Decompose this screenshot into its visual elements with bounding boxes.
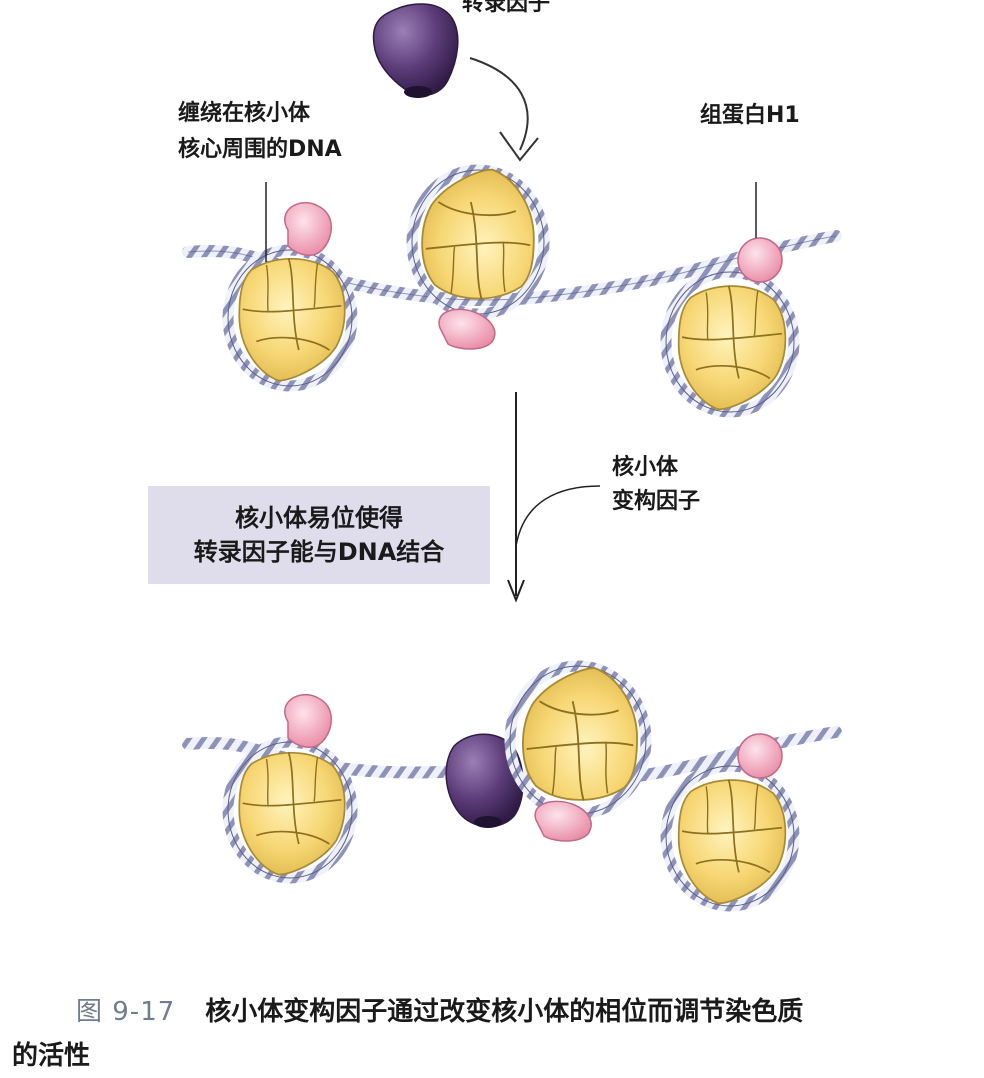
dna-label-line2: 核心周围的DNA (178, 137, 342, 162)
transcription-factor-top (372, 3, 459, 97)
histone-h1-bottom-left (284, 693, 332, 748)
transcription-factor-bound (445, 733, 524, 828)
nucleosome-bottom-middle (504, 660, 652, 842)
histone-h1-label: 组蛋白H1 (700, 103, 800, 128)
nucleosome-bottom-left (222, 693, 358, 884)
remodeling-leader-line (515, 485, 601, 547)
histone-h1-top-middle (438, 308, 496, 350)
callout-box: 核小体易位使得 转录因子能与DNA结合 (148, 486, 490, 584)
nucleosome-top-right (660, 237, 800, 418)
histone-h1-bottom-middle (534, 800, 592, 842)
caption-text-line2: 的活性 (12, 1041, 91, 1071)
nucleosome-bottom-right (660, 733, 800, 912)
caption-text-line1: 核小体变构因子通过改变核小体的相位而调节染色质 (205, 997, 804, 1027)
nucleosome-top-middle (406, 164, 550, 350)
histone-h1-bottom-right (737, 733, 783, 779)
remodeling-factor-label-line2: 变构因子 (612, 489, 701, 514)
histone-h1-top-left (284, 201, 332, 256)
callout-line2: 转录因子能与DNA结合 (193, 538, 445, 566)
transition-arrow-head (507, 579, 525, 603)
histone-h1-top-right (737, 237, 783, 283)
binding-arrow (469, 57, 529, 151)
remodeling-factor-label-line1: 核小体 (612, 455, 679, 480)
callout-line1: 核小体易位使得 (235, 504, 403, 532)
figure-caption: 图 9-17 核小体变构因子通过改变核小体的相位而调节染色质 的活性 (0, 990, 984, 1078)
figure-number: 图 9-17 (76, 997, 176, 1027)
nucleosome-top-left (222, 201, 358, 392)
dna-label-line1: 缠绕在核小体 (178, 101, 311, 126)
transcription-factor-label: 转录因子 (462, 0, 551, 16)
